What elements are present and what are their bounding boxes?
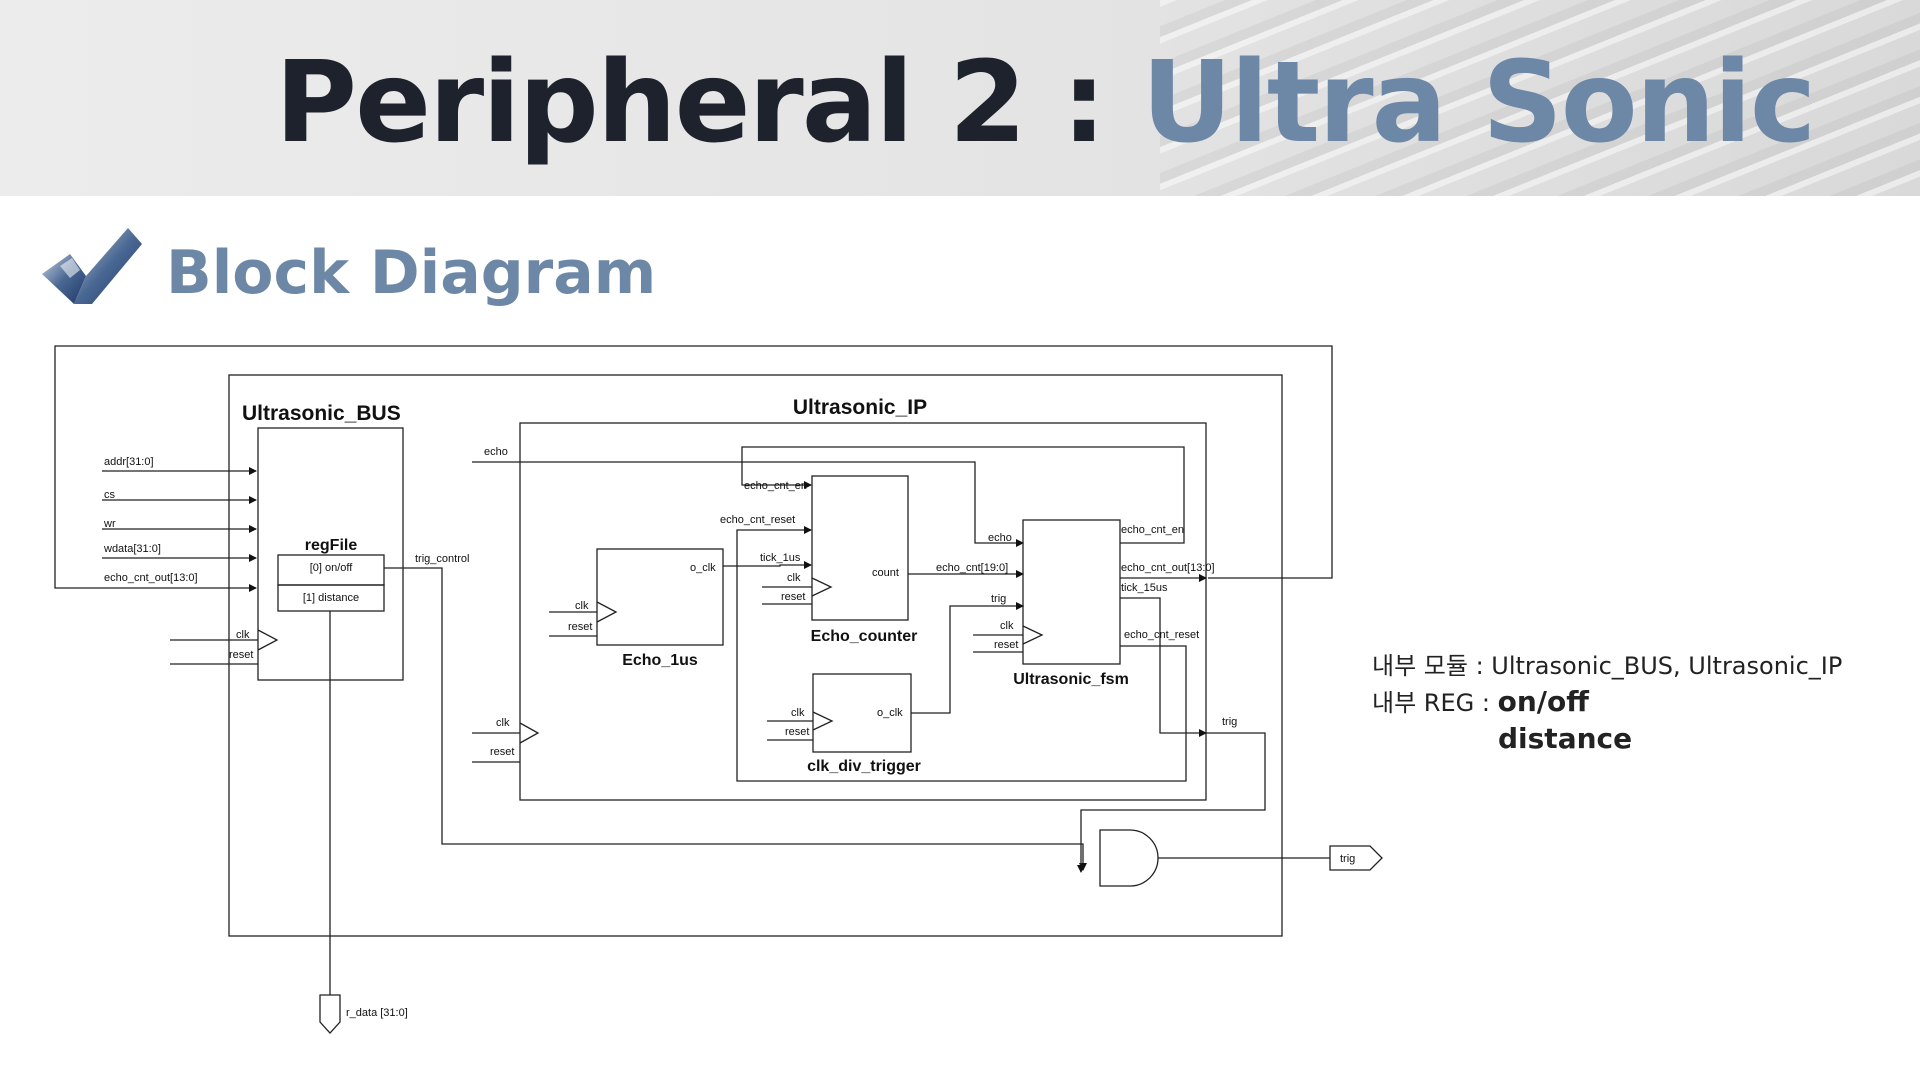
system-box — [228, 374, 1283, 937]
fsm-title: Ultrasonic_fsm — [1013, 671, 1129, 688]
echo-cnt-label: echo_cnt[19:0] — [936, 562, 1008, 574]
cs-label: cs — [104, 489, 116, 501]
echo-counter-rst-label: reset — [781, 591, 805, 603]
fsm-box — [1022, 519, 1121, 665]
bus-title: Ultrasonic_BUS — [242, 402, 401, 425]
echo-1us-title: Echo_1us — [622, 652, 698, 669]
fsm-tick-15us-label: tick_15us — [1121, 582, 1168, 594]
fsm-echo-cnt-reset-label: echo_cnt_reset — [1124, 629, 1199, 641]
rdata-port-label: r_data [31:0] — [346, 1007, 408, 1019]
section-subtitle: Block Diagram — [166, 238, 657, 308]
regfile-title: regFile — [305, 537, 358, 554]
notes-reg-onoff: on/off — [1497, 685, 1589, 718]
trig-ip-out-wire — [1077, 732, 1266, 873]
echo-1us-reset-label: reset — [568, 621, 592, 633]
clk-div-oclk-label: o_clk — [877, 707, 903, 719]
notes-reg-distance: distance — [1498, 722, 1633, 755]
notes-panel: 내부 모듈 : Ultrasonic_BUS, Ultrasonic_IP 내부… — [1372, 648, 1842, 758]
addr-label: addr[31:0] — [104, 456, 154, 468]
wdata-label: wdata[31:0] — [103, 543, 161, 555]
trig-out-label: trig — [1222, 716, 1237, 728]
trig-port-shape — [1329, 845, 1383, 871]
wr-label: wr — [103, 518, 116, 530]
fsm-echo-cnt-out-label: echo_cnt_out[13:0] — [1121, 562, 1215, 574]
and-gate — [1099, 829, 1159, 887]
clk-div-title: clk_div_trigger — [807, 758, 921, 775]
fsm-echo-label: echo — [988, 532, 1012, 544]
ip-clk-label: clk — [496, 717, 510, 729]
fsm-reset-label: reset — [994, 639, 1018, 651]
tick-1us-wire — [723, 561, 812, 569]
echo-counter-title: Echo_counter — [811, 628, 918, 645]
echo-wire — [472, 461, 1024, 547]
clk-div-reset-label: reset — [785, 726, 809, 738]
title-dark-part: Peripheral 2 : — [275, 38, 1142, 168]
rdata-port-shape — [319, 994, 341, 1034]
echo-1us-oclk-label: o_clk — [690, 562, 716, 574]
reg1-label: [1] distance — [303, 592, 359, 604]
echo-counter-clk-label: clk — [787, 572, 801, 584]
notes-distance-line: distance — [1372, 721, 1842, 758]
trig-control-wire — [384, 567, 1087, 871]
header-background-stairs — [1160, 0, 1920, 196]
clk-div-clk-label: clk — [791, 707, 805, 719]
regfile-reg1-box — [277, 584, 385, 612]
echo-counter-box — [811, 475, 909, 621]
bus-reset-label: reset — [229, 649, 253, 661]
ip-box — [519, 422, 1207, 801]
reg0-label: [0] on/off — [310, 562, 354, 574]
checkbox-icon — [42, 228, 142, 304]
ip-reset-label: reset — [490, 746, 514, 758]
title-light-part: Ultra Sonic — [1141, 38, 1816, 168]
fsm-clk-label: clk — [1000, 620, 1014, 632]
tick-15us-wire — [1120, 597, 1207, 737]
echo-cnt-out-in-label: echo_cnt_out[13:0] — [104, 572, 198, 584]
notes-modules-line: 내부 모듈 : Ultrasonic_BUS, Ultrasonic_IP — [1372, 652, 1843, 680]
trig-control-label: trig_control — [415, 553, 469, 565]
fsm-trig-label: trig — [991, 593, 1006, 605]
notes-reg-line: 내부 REG : on/off — [1372, 684, 1842, 721]
trig-fsm-wire — [911, 602, 1024, 714]
fsm-echo-cnt-en-label: echo_cnt_en — [1121, 524, 1184, 536]
notes-reg-prefix: 내부 REG : — [1372, 689, 1498, 717]
echo-1us-clk-label: clk — [575, 600, 589, 612]
echo-label: echo — [484, 446, 508, 458]
ip-title: Ultrasonic_IP — [793, 396, 927, 419]
tick-1us-label: tick_1us — [760, 552, 801, 564]
echo-counter-reset-label: echo_cnt_reset — [720, 514, 795, 526]
trig-port-label: trig — [1340, 853, 1355, 865]
slide-header: Peripheral 2 : Ultra Sonic — [0, 0, 1920, 196]
bus-clk-triangle — [257, 629, 279, 651]
outer-loop-wire — [54, 345, 1333, 592]
echo-cnt-en-loop — [741, 446, 1185, 544]
count-label: count — [872, 567, 899, 579]
echo-cnt-reset-loop — [736, 526, 1187, 782]
slide-title: Peripheral 2 : Ultra Sonic — [275, 38, 1816, 168]
echo-counter-en-label: echo_cnt_en — [744, 480, 807, 492]
bus-clk-label: clk — [236, 629, 250, 641]
echo-1us-box — [596, 548, 724, 646]
